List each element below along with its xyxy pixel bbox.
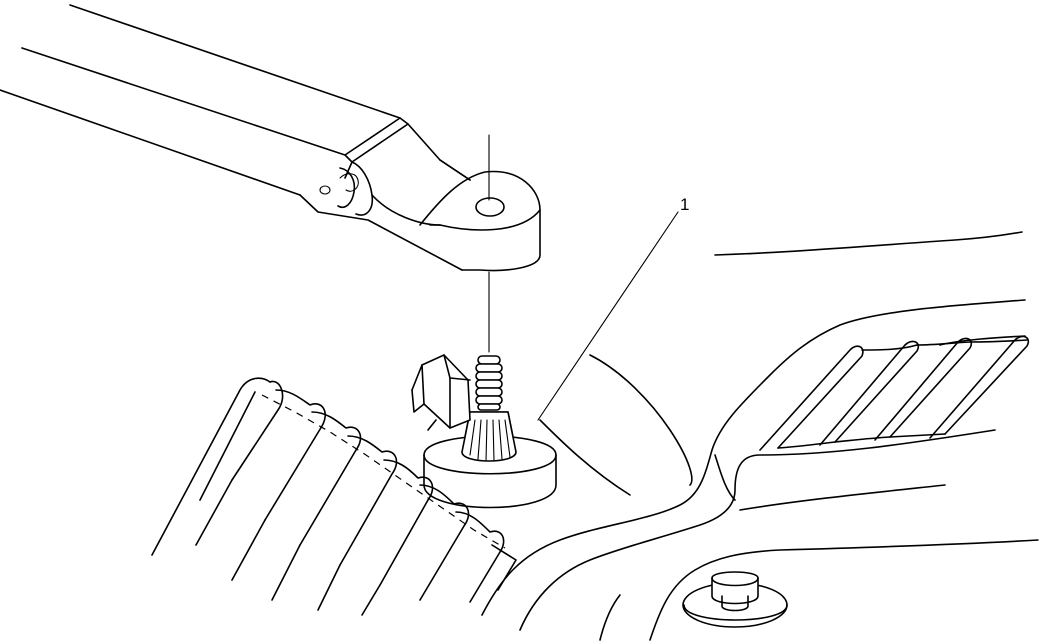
- body-panel: [481, 231, 1039, 641]
- grommet-bolt: [682, 571, 788, 628]
- retaining-clip: [411, 354, 471, 431]
- rubber-mount-item-1: [423, 411, 557, 509]
- bellows-boot: [151, 377, 517, 616]
- threaded-stud: [475, 355, 503, 411]
- callout-1: 1: [537, 195, 689, 421]
- grille-ribs: [759, 335, 1030, 451]
- arm-eye-end: [419, 170, 541, 272]
- callout-1-label: 1: [680, 195, 689, 214]
- strut-arm: [0, 4, 471, 271]
